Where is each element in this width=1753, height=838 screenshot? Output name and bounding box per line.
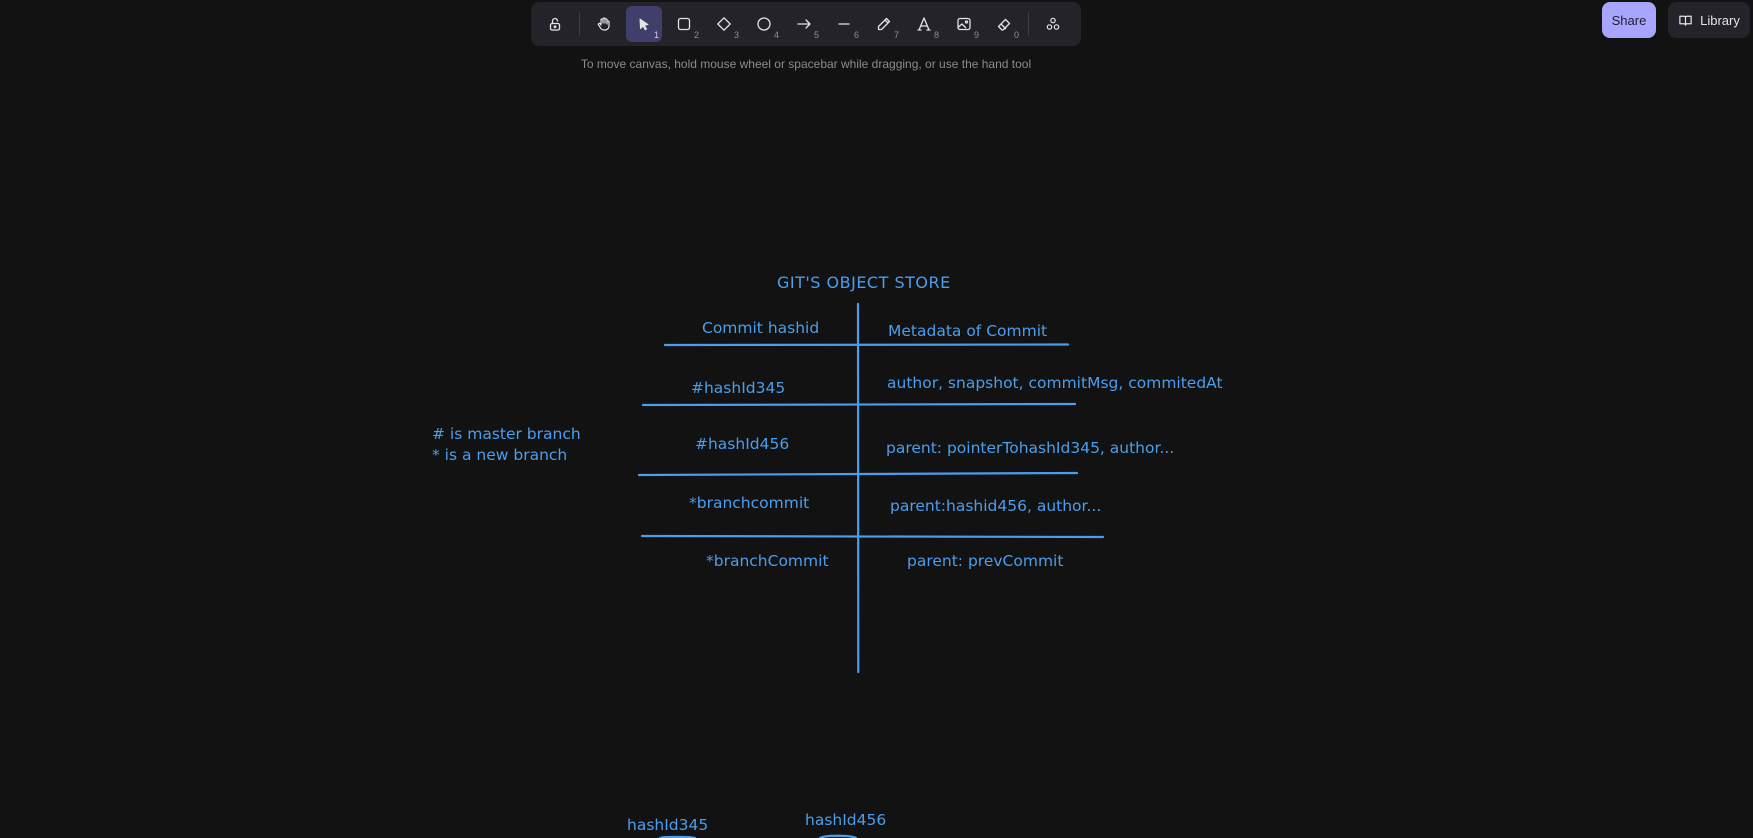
pointer-icon [639,18,649,31]
lock-tool-button[interactable] [537,6,573,42]
ellipse-shortcut-key: 4 [773,30,779,40]
arrow-tool-button[interactable]: 5 [786,6,822,42]
pencil-icon [877,17,891,31]
text-icon [917,17,931,31]
canvas-title[interactable]: GIT'S OBJECT STORE [777,273,951,292]
row-2-hashid[interactable]: #hashId456 [695,435,789,453]
legend-master-branch[interactable]: # is master branch [432,425,581,443]
line-icon [838,23,850,25]
eraser-shortcut-key: 0 [1013,30,1019,40]
row-3-hashid[interactable]: *branchcommit [689,494,809,512]
rectangle-icon [677,17,691,31]
library-button[interactable]: Library [1668,2,1750,38]
row-3-metadata[interactable]: parent:hashid456, author... [890,497,1101,515]
row-4-hashid[interactable]: *branchCommit [706,552,829,570]
diamond-shortcut-key: 3 [733,30,739,40]
header-commit-hashid[interactable]: Commit hashid [702,319,819,337]
rectangle-tool-button[interactable]: 2 [666,6,702,42]
unlock-icon [549,17,561,31]
toolbar-separator [579,12,580,36]
main-toolbar: 1 2 3 4 5 [531,2,1081,46]
image-shortcut-key: 9 [973,30,979,40]
share-button[interactable]: Share [1602,2,1656,38]
ellipse-tool-button[interactable]: 4 [746,6,782,42]
selection-tool-button[interactable]: 1 [626,6,662,42]
toolbar-separator [1028,12,1029,36]
eraser-tool-button[interactable]: 0 [986,6,1022,42]
hand-icon [597,17,610,31]
hand-tool-button[interactable] [586,6,622,42]
line-shortcut-key: 6 [853,30,859,40]
draw-tool-button[interactable]: 7 [866,6,902,42]
canvas-hint-text: To move canvas, hold mouse wheel or spac… [580,57,1032,71]
line-tool-button[interactable]: 6 [826,6,862,42]
ellipse-icon [757,17,771,31]
bottom-node-label-hashid456[interactable]: hashId456 [805,811,886,829]
arrow-right-icon [797,19,811,29]
text-tool-button[interactable]: 8 [906,6,942,42]
row-1-metadata[interactable]: author, snapshot, commitMsg, commitedAt [887,374,1223,392]
row-2-metadata[interactable]: parent: pointerTohashId345, author... [886,439,1174,457]
header-metadata[interactable]: Metadata of Commit [888,322,1047,340]
table-header-line[interactable] [663,343,1070,347]
eraser-icon [997,18,1011,31]
table-row-line-3[interactable] [640,534,1105,539]
text-shortcut-key: 8 [933,30,939,40]
diamond-tool-button[interactable]: 3 [706,6,742,42]
table-row-line-1[interactable] [641,402,1077,407]
arrow-shortcut-key: 5 [813,30,819,40]
image-icon [957,17,971,31]
selection-shortcut-key: 1 [653,30,659,40]
shapes-icon [1046,17,1060,30]
bottom-node-circle-2[interactable] [818,834,858,838]
rectangle-shortcut-key: 2 [693,30,699,40]
book-icon [1679,15,1692,26]
extra-tools-button[interactable] [1035,6,1071,42]
row-1-hashid[interactable]: #hashId345 [691,379,785,397]
library-label: Library [1700,12,1740,28]
image-tool-button[interactable]: 9 [946,6,982,42]
diamond-icon [717,17,731,31]
table-row-line-2[interactable] [637,471,1079,477]
bottom-node-label-hashid345[interactable]: hashId345 [627,816,708,834]
row-4-metadata[interactable]: parent: prevCommit [907,552,1063,570]
draw-shortcut-key: 7 [893,30,899,40]
legend-new-branch[interactable]: * is a new branch [432,446,567,464]
